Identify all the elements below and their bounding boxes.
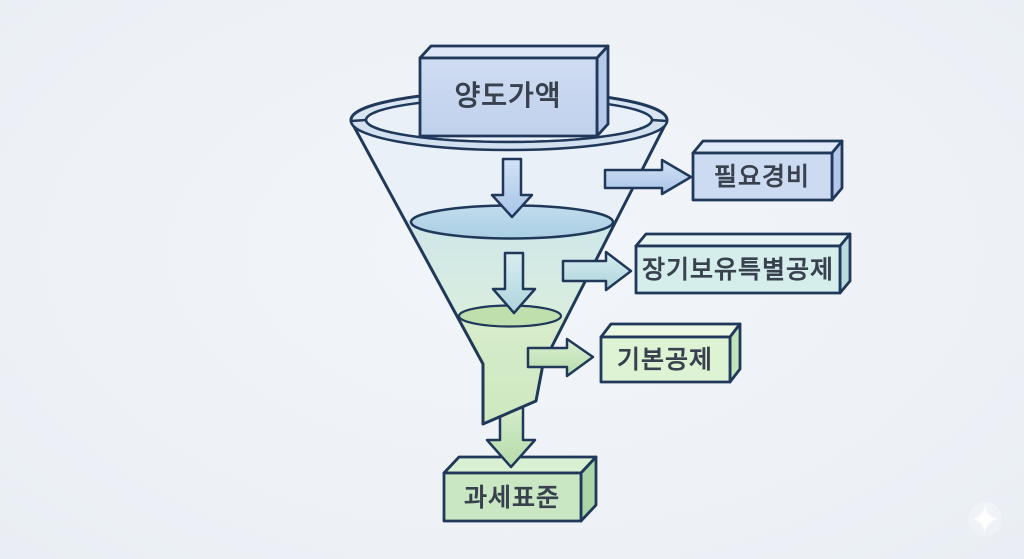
- arrow-to-longterm-deduction: [561, 250, 633, 292]
- box-necessary-expenses-label: 필요경비: [714, 163, 810, 191]
- box-transfer-value-side: [595, 44, 610, 138]
- box-tax-base-label: 과세표준: [464, 484, 560, 512]
- box-basic-deduction-top: [599, 322, 742, 339]
- box-longterm-deduction-side: [838, 232, 852, 295]
- arrow-to-necessary-expenses: [603, 158, 693, 196]
- sparkle-icon: [968, 502, 1002, 536]
- box-transfer-value-front: [418, 56, 599, 138]
- box-necessary-expenses-side: [830, 139, 844, 202]
- box-tax-base-front: [442, 471, 583, 523]
- box-longterm-deduction-label: 장기보유특별공제: [642, 256, 834, 284]
- funnel-cone-outline: [349, 120, 669, 426]
- box-basic-deduction-label: 기본공제: [617, 346, 713, 374]
- box-necessary-expenses-front: [691, 151, 834, 202]
- box-transfer-value-top: [418, 44, 610, 60]
- box-longterm-deduction-front: [634, 244, 842, 295]
- arrow-down-stage-2: [491, 251, 537, 315]
- box-transfer-value: 양도가액: [418, 44, 610, 138]
- box-tax-base-top: [442, 455, 598, 475]
- box-basic-deduction: 기본공제: [599, 322, 742, 384]
- funnel-rim-front-band: [349, 118, 669, 152]
- box-tax-base: 과세표준: [442, 455, 598, 523]
- box-necessary-expenses: 필요경비: [691, 139, 844, 202]
- box-necessary-expenses-top: [691, 139, 844, 155]
- arrow-to-basic-deduction: [526, 337, 595, 378]
- box-basic-deduction-front: [599, 335, 732, 384]
- box-longterm-deduction-top: [634, 232, 852, 248]
- box-longterm-deduction: 장기보유특별공제: [634, 232, 852, 295]
- box-transfer-value-label: 양도가액: [454, 80, 561, 111]
- arrow-down-stage-1: [490, 157, 534, 219]
